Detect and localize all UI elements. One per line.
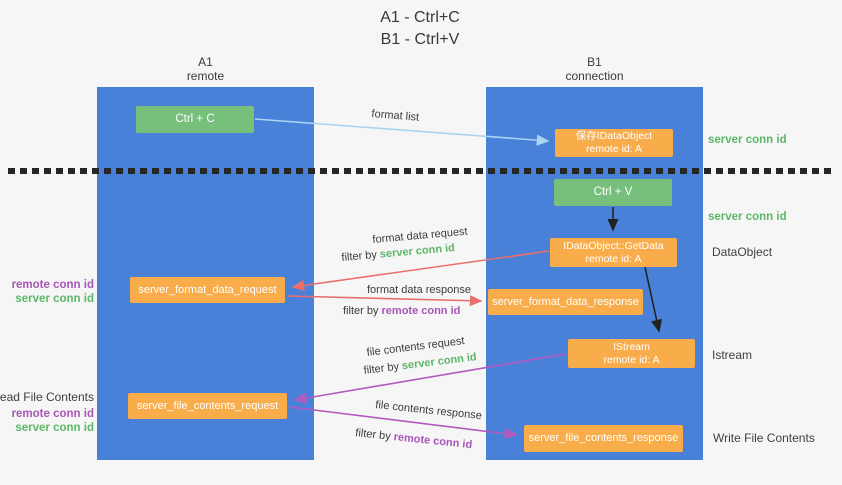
filter-prefix: filter by (354, 427, 395, 443)
getdata-line1: IDataObject::GetData (563, 239, 664, 252)
getdata-box: IDataObject::GetData remote id: A (550, 238, 677, 267)
filter-by-server-conn-id-label-1: filter by server conn id (341, 242, 455, 265)
format-list-label: format list (371, 108, 420, 124)
filter-prefix: filter by (343, 305, 382, 317)
write-file-contents-label: Write File Contents (713, 431, 815, 445)
istream-box: IStream remote id: A (568, 339, 695, 368)
istream-line2: remote id: A (603, 353, 660, 366)
filter-highlight: remote conn id (381, 305, 461, 317)
lifeline-left-name: A1 (198, 55, 213, 69)
filter-prefix: filter by (341, 248, 381, 264)
server-format-data-request-label: server_format_data_request (138, 283, 277, 296)
getdata-line2: remote id: A (585, 252, 642, 265)
phase-separator-dotted-line (8, 168, 834, 174)
filter-prefix: filter by (363, 360, 403, 377)
file-contents-response-label: file contents response (374, 399, 483, 423)
format-data-response-label: format data response (367, 284, 471, 296)
left-conn-id-group-1: remote conn id server conn id (12, 278, 94, 306)
server-format-data-response-label: server_format_data_response (492, 295, 639, 308)
server-file-contents-request-label: server_file_contents_request (136, 399, 279, 412)
diagram-title: A1 - Ctrl+C B1 - Ctrl+V (340, 7, 500, 51)
filter-by-remote-conn-id-label-2: filter by remote conn id (355, 427, 473, 452)
title-line-2: B1 - Ctrl+V (380, 31, 460, 48)
ctrl-v-label: Ctrl + V (593, 186, 633, 198)
server-file-contents-request-box: server_file_contents_request (128, 393, 287, 419)
ctrl-v-box: Ctrl + V (554, 179, 672, 206)
ctrl-c-box: Ctrl + C (136, 106, 254, 133)
ctrl-c-label: Ctrl + C (175, 113, 215, 125)
title-line-1: A1 - Ctrl+C (380, 9, 460, 26)
filter-by-remote-conn-id-label-1: filter by remote conn id (343, 305, 460, 318)
lifeline-left-role: remote (186, 69, 225, 83)
read-file-contents-label: Read File Contents (0, 390, 94, 404)
istream-line1: IStream (613, 340, 650, 353)
server-format-data-response-box: server_format_data_response (488, 289, 643, 315)
server-conn-id-mid-label: server conn id (708, 211, 787, 223)
remote-conn-id-label-1: remote conn id (11, 279, 94, 291)
server-file-contents-response-box: server_file_contents_response (524, 425, 683, 452)
server-conn-id-label-2: server conn id (15, 422, 94, 434)
filter-highlight: remote conn id (393, 431, 473, 452)
save-dataobject-line1: 保存IDataObject (575, 130, 653, 142)
server-file-contents-response-label: server_file_contents_response (528, 432, 679, 444)
server-conn-id-label-1: server conn id (15, 293, 94, 305)
remote-conn-id-label-2: remote conn id (11, 408, 94, 420)
dataobject-label: DataObject (712, 245, 773, 259)
istream-side-label: Istream (712, 348, 753, 362)
left-conn-id-group-2: remote conn id server conn id (12, 407, 94, 435)
save-dataobject-box: 保存IDataObject remote id: A (555, 129, 673, 157)
lifeline-right-name: B1 (587, 55, 602, 69)
server-format-data-request-box: server_format_data_request (130, 277, 285, 303)
save-dataobject-line2: remote id: A (585, 143, 643, 155)
lifeline-header-right: B1 connection (486, 55, 703, 83)
lifeline-right-role: connection (565, 69, 624, 83)
server-conn-id-top-label: server conn id (708, 134, 787, 146)
lifeline-header-left: A1 remote (97, 55, 314, 83)
